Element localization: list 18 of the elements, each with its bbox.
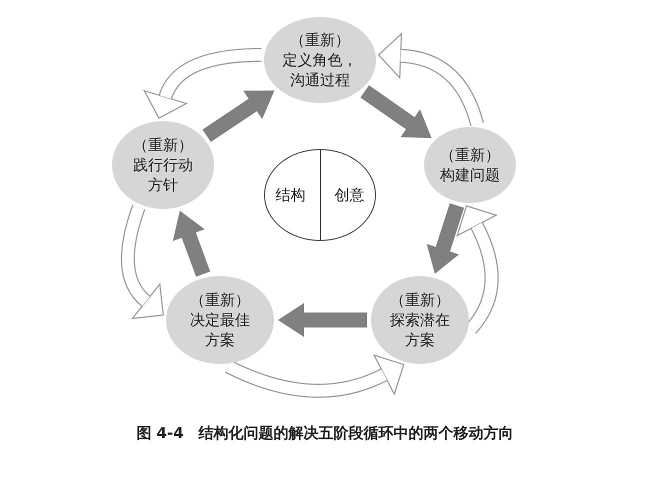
quadrant-label: 结构	[274, 185, 306, 205]
stage-prefix: （重新）	[132, 135, 194, 155]
stage-label: 定义角色，沟通过程	[282, 50, 358, 90]
block-arrow	[360, 85, 432, 138]
stage-label: 构建问题	[440, 165, 500, 185]
stage-prefix: （重新）	[289, 30, 351, 50]
quadrant-label: 创意	[334, 185, 366, 205]
block-arrow	[426, 203, 464, 274]
stage-label: 决定最佳方案	[189, 310, 251, 350]
block-arrow	[172, 210, 210, 277]
stage-prefix: （重新）	[189, 290, 251, 310]
stage-prefix: （重新）	[439, 145, 501, 165]
block-arrow	[278, 303, 367, 337]
caption: 图 4-4 结构化问题的解决五阶段循环中的两个移动方向	[135, 424, 515, 443]
block-arrow	[202, 90, 274, 142]
stage-label: 践行行动方针	[132, 155, 194, 195]
stage-label: 探索潜在方案	[389, 310, 451, 350]
stage-prefix: （重新）	[389, 290, 451, 310]
